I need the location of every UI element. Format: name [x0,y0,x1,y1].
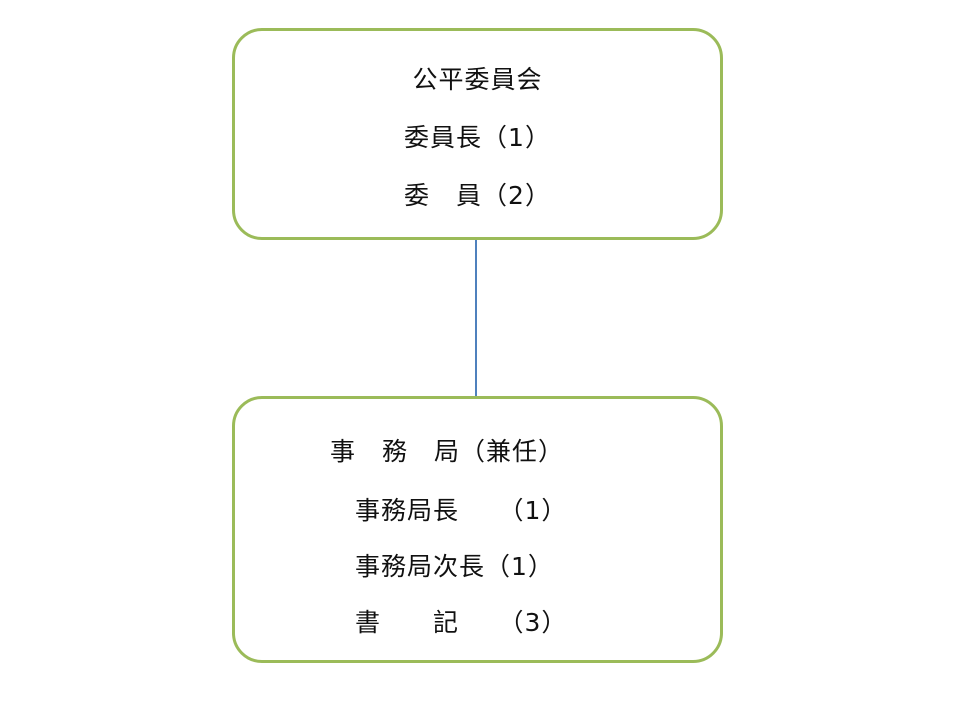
commission-title: 公平委員会 [412,65,543,94]
commission-chair: 委員長（1） [404,123,551,152]
secretariat-box: 事 務 局（兼任） 事務局長 （1） 事務局次長（1） 書 記 （3） [232,396,723,663]
connector-line [475,240,477,396]
secretariat-row-deputy: 事務局次長（1） [355,552,554,581]
secretariat-row-director: 事務局長 （1） [355,496,568,525]
commission-members: 委 員（2） [404,181,551,210]
commission-box: 公平委員会 委員長（1） 委 員（2） [232,28,723,240]
secretariat-row-clerk: 書 記 （3） [355,608,568,637]
secretariat-title: 事 務 局（兼任） [330,437,565,466]
